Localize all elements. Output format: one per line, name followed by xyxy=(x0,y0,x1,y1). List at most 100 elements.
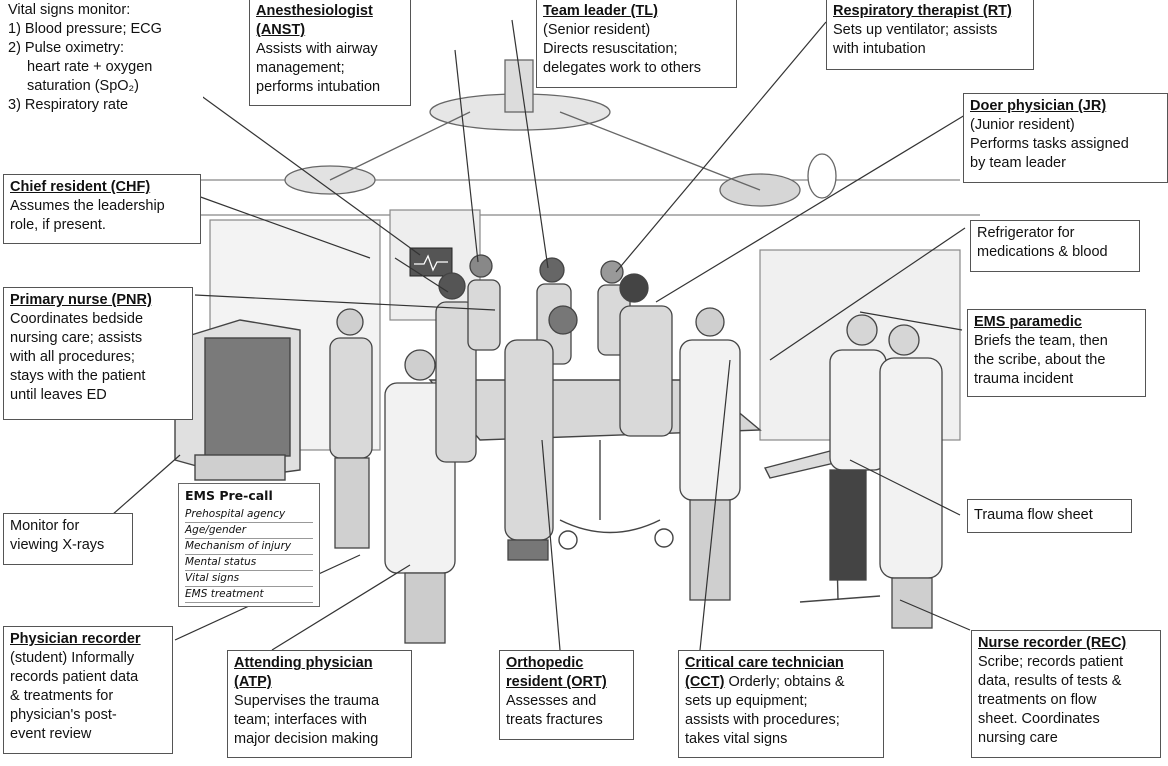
team-leader-line-1: (Senior resident) xyxy=(543,22,651,38)
figure-anesthesiologist xyxy=(467,254,501,351)
team-figures xyxy=(329,254,943,644)
vital-signs-item-2a: heart rate + oxygen xyxy=(27,59,153,75)
callout-refrigerator: Refrigerator for medications & blood xyxy=(970,220,1140,272)
respiratory-therapist-line-1: Sets up ventilator; assists xyxy=(833,22,998,38)
refrigerator-line-1: Refrigerator for xyxy=(977,225,1075,241)
callout-vital-signs: Vital signs monitor: 1) Blood pressure; … xyxy=(8,1,203,115)
anesthesiologist-line-2: management; xyxy=(256,60,345,76)
ems-precall-item: Prehospital agency xyxy=(185,507,313,523)
attending-physician-line-2: team; interfaces with xyxy=(234,712,367,728)
callout-trauma-flow-sheet: Trauma flow sheet xyxy=(967,499,1132,533)
callout-team-leader: Team leader (TL) (Senior resident) Direc… xyxy=(536,0,737,88)
doer-physician-line-3: by team leader xyxy=(970,155,1066,171)
chief-resident-line-1: Assumes the leadership xyxy=(10,198,165,214)
ems-precall-card: EMS Pre-call Prehospital agency Age/gend… xyxy=(178,483,320,607)
primary-nurse-line-3: with all procedures; xyxy=(10,349,135,365)
nurse-recorder-line-1: Scribe; records patient xyxy=(978,654,1124,670)
ems-paramedic-line-3: trauma incident xyxy=(974,371,1074,387)
nurse-recorder-line-4: sheet. Coordinates xyxy=(978,711,1100,727)
figure-primary-nurse xyxy=(329,308,373,549)
ems-paramedic-line-1: Briefs the team, then xyxy=(974,333,1108,349)
attending-physician-title-abbr: (ATP) xyxy=(234,674,272,690)
figure-orthopedic-resident xyxy=(504,305,578,561)
critical-care-technician-line-3: assists with procedures; xyxy=(685,712,840,728)
surgical-lights xyxy=(284,59,837,207)
anesthesiologist-title-abbr: (ANST) xyxy=(256,22,306,38)
physician-recorder-line-5: event review xyxy=(10,726,92,742)
figure-paramedic xyxy=(829,314,887,581)
primary-nurse-line-1: Coordinates bedside xyxy=(10,311,144,327)
vital-signs-item-2b: saturation (SpO₂) xyxy=(27,78,140,94)
anesthesiologist-title: Anesthesiologist xyxy=(256,3,373,19)
anesthesiologist-line-1: Assists with airway xyxy=(256,41,378,57)
primary-nurse-title: Primary nurse (PNR) xyxy=(10,292,152,308)
doer-physician-line-1: (Junior resident) xyxy=(970,117,1075,133)
callout-ems-paramedic: EMS paramedic Briefs the team, then the … xyxy=(967,309,1146,397)
callout-orthopedic-resident: Orthopedic resident (ORT) Assesses and t… xyxy=(499,650,634,740)
nurse-recorder-line-3: treatments on flow xyxy=(978,692,1097,708)
callout-critical-care-technician: Critical care technician (CCT) Orderly; … xyxy=(678,650,884,758)
anesthesiologist-line-3: performs intubation xyxy=(256,79,381,95)
xray-monitor xyxy=(174,319,301,481)
attending-physician-title: Attending physician xyxy=(234,655,373,671)
physician-recorder-title: Physician recorder xyxy=(10,631,141,647)
orthopedic-resident-line-2: treats fractures xyxy=(506,712,603,728)
ems-precall-item: Vital signs xyxy=(185,571,313,587)
ems-precall-item: EMS treatment xyxy=(185,587,313,603)
vital-signs-item-3: 3) Respiratory rate xyxy=(8,97,129,113)
vital-signs-item-2: 2) Pulse oximetry: xyxy=(8,40,125,56)
critical-care-technician-line-1: (CCT) Orderly; obtains & xyxy=(685,673,877,692)
ems-precall-title: EMS Pre-call xyxy=(185,488,273,503)
vital-signs-item-1: 1) Blood pressure; ECG xyxy=(8,21,162,37)
callout-nurse-recorder: Nurse recorder (REC) Scribe; records pat… xyxy=(971,630,1161,758)
refrigerator-line-2: medications & blood xyxy=(977,244,1108,260)
callout-anesthesiologist: Anesthesiologist (ANST) Assists with air… xyxy=(249,0,411,106)
orthopedic-resident-line-1: Assesses and xyxy=(506,693,597,709)
critical-care-technician-line-1-text: Orderly; obtains & xyxy=(724,674,845,690)
nurse-recorder-line-2: data, results of tests & xyxy=(978,673,1122,689)
physician-recorder-line-4: physician's post- xyxy=(10,707,117,723)
primary-nurse-line-5: until leaves ED xyxy=(10,387,107,403)
primary-nurse-line-2: nursing care; assists xyxy=(10,330,143,346)
xray-monitor-line-1: Monitor for xyxy=(10,518,80,534)
respiratory-therapist-line-2: with intubation xyxy=(833,41,926,57)
orthopedic-resident-title: Orthopedic xyxy=(506,655,584,671)
ems-paramedic-line-2: the scribe, about the xyxy=(974,352,1106,368)
physician-recorder-line-2: records patient data xyxy=(10,669,139,685)
figure-nurse-recorder xyxy=(879,324,943,629)
chief-resident-title: Chief resident (CHF) xyxy=(10,179,151,195)
critical-care-technician-line-2: sets up equipment; xyxy=(685,693,808,709)
team-leader-line-2: Directs resuscitation; xyxy=(543,41,678,57)
attending-physician-line-1: Supervises the trauma xyxy=(234,693,380,709)
callout-xray-monitor: Monitor for viewing X-rays xyxy=(3,513,133,565)
xray-monitor-line-2: viewing X-rays xyxy=(10,537,105,553)
physician-recorder-line-3: & treatments for xyxy=(10,688,114,704)
callout-physician-recorder: Physician recorder (student) Informally … xyxy=(3,626,173,754)
respiratory-therapist-title: Respiratory therapist (RT) xyxy=(833,3,1012,19)
orthopedic-resident-title-abbr: resident (ORT) xyxy=(506,674,607,690)
figure-doer-physician xyxy=(619,273,673,437)
ems-paramedic-title: EMS paramedic xyxy=(974,314,1082,330)
callout-respiratory-therapist: Respiratory therapist (RT) Sets up venti… xyxy=(826,0,1034,70)
callout-attending-physician: Attending physician (ATP) Supervises the… xyxy=(227,650,412,758)
trauma-flow-sheet-label: Trauma flow sheet xyxy=(974,507,1093,523)
nurse-recorder-title: Nurse recorder (REC) xyxy=(978,635,1127,651)
nurse-recorder-line-5: nursing care xyxy=(978,730,1058,746)
figure-chief-resident xyxy=(435,272,477,463)
ems-precall-item: Age/gender xyxy=(185,523,313,539)
ems-precall-item: Mechanism of injury xyxy=(185,539,313,555)
critical-care-technician-line-4: takes vital signs xyxy=(685,731,788,747)
attending-physician-line-3: major decision making xyxy=(234,731,379,747)
doer-physician-line-2: Performs tasks assigned xyxy=(970,136,1129,152)
primary-nurse-line-4: stays with the patient xyxy=(10,368,146,384)
doer-physician-title: Doer physician (JR) xyxy=(970,98,1107,114)
team-leader-line-3: delegates work to others xyxy=(543,60,701,76)
ems-precall-item: Mental status xyxy=(185,555,313,571)
callout-primary-nurse: Primary nurse (PNR) Coordinates bedside … xyxy=(3,287,193,420)
callout-chief-resident: Chief resident (CHF) Assumes the leaders… xyxy=(3,174,201,244)
vital-signs-title: Vital signs monitor: xyxy=(8,2,131,18)
callout-doer-physician: Doer physician (JR) (Junior resident) Pe… xyxy=(963,93,1168,183)
physician-recorder-line-1: (student) Informally xyxy=(10,650,135,666)
leader-lines xyxy=(94,19,971,651)
